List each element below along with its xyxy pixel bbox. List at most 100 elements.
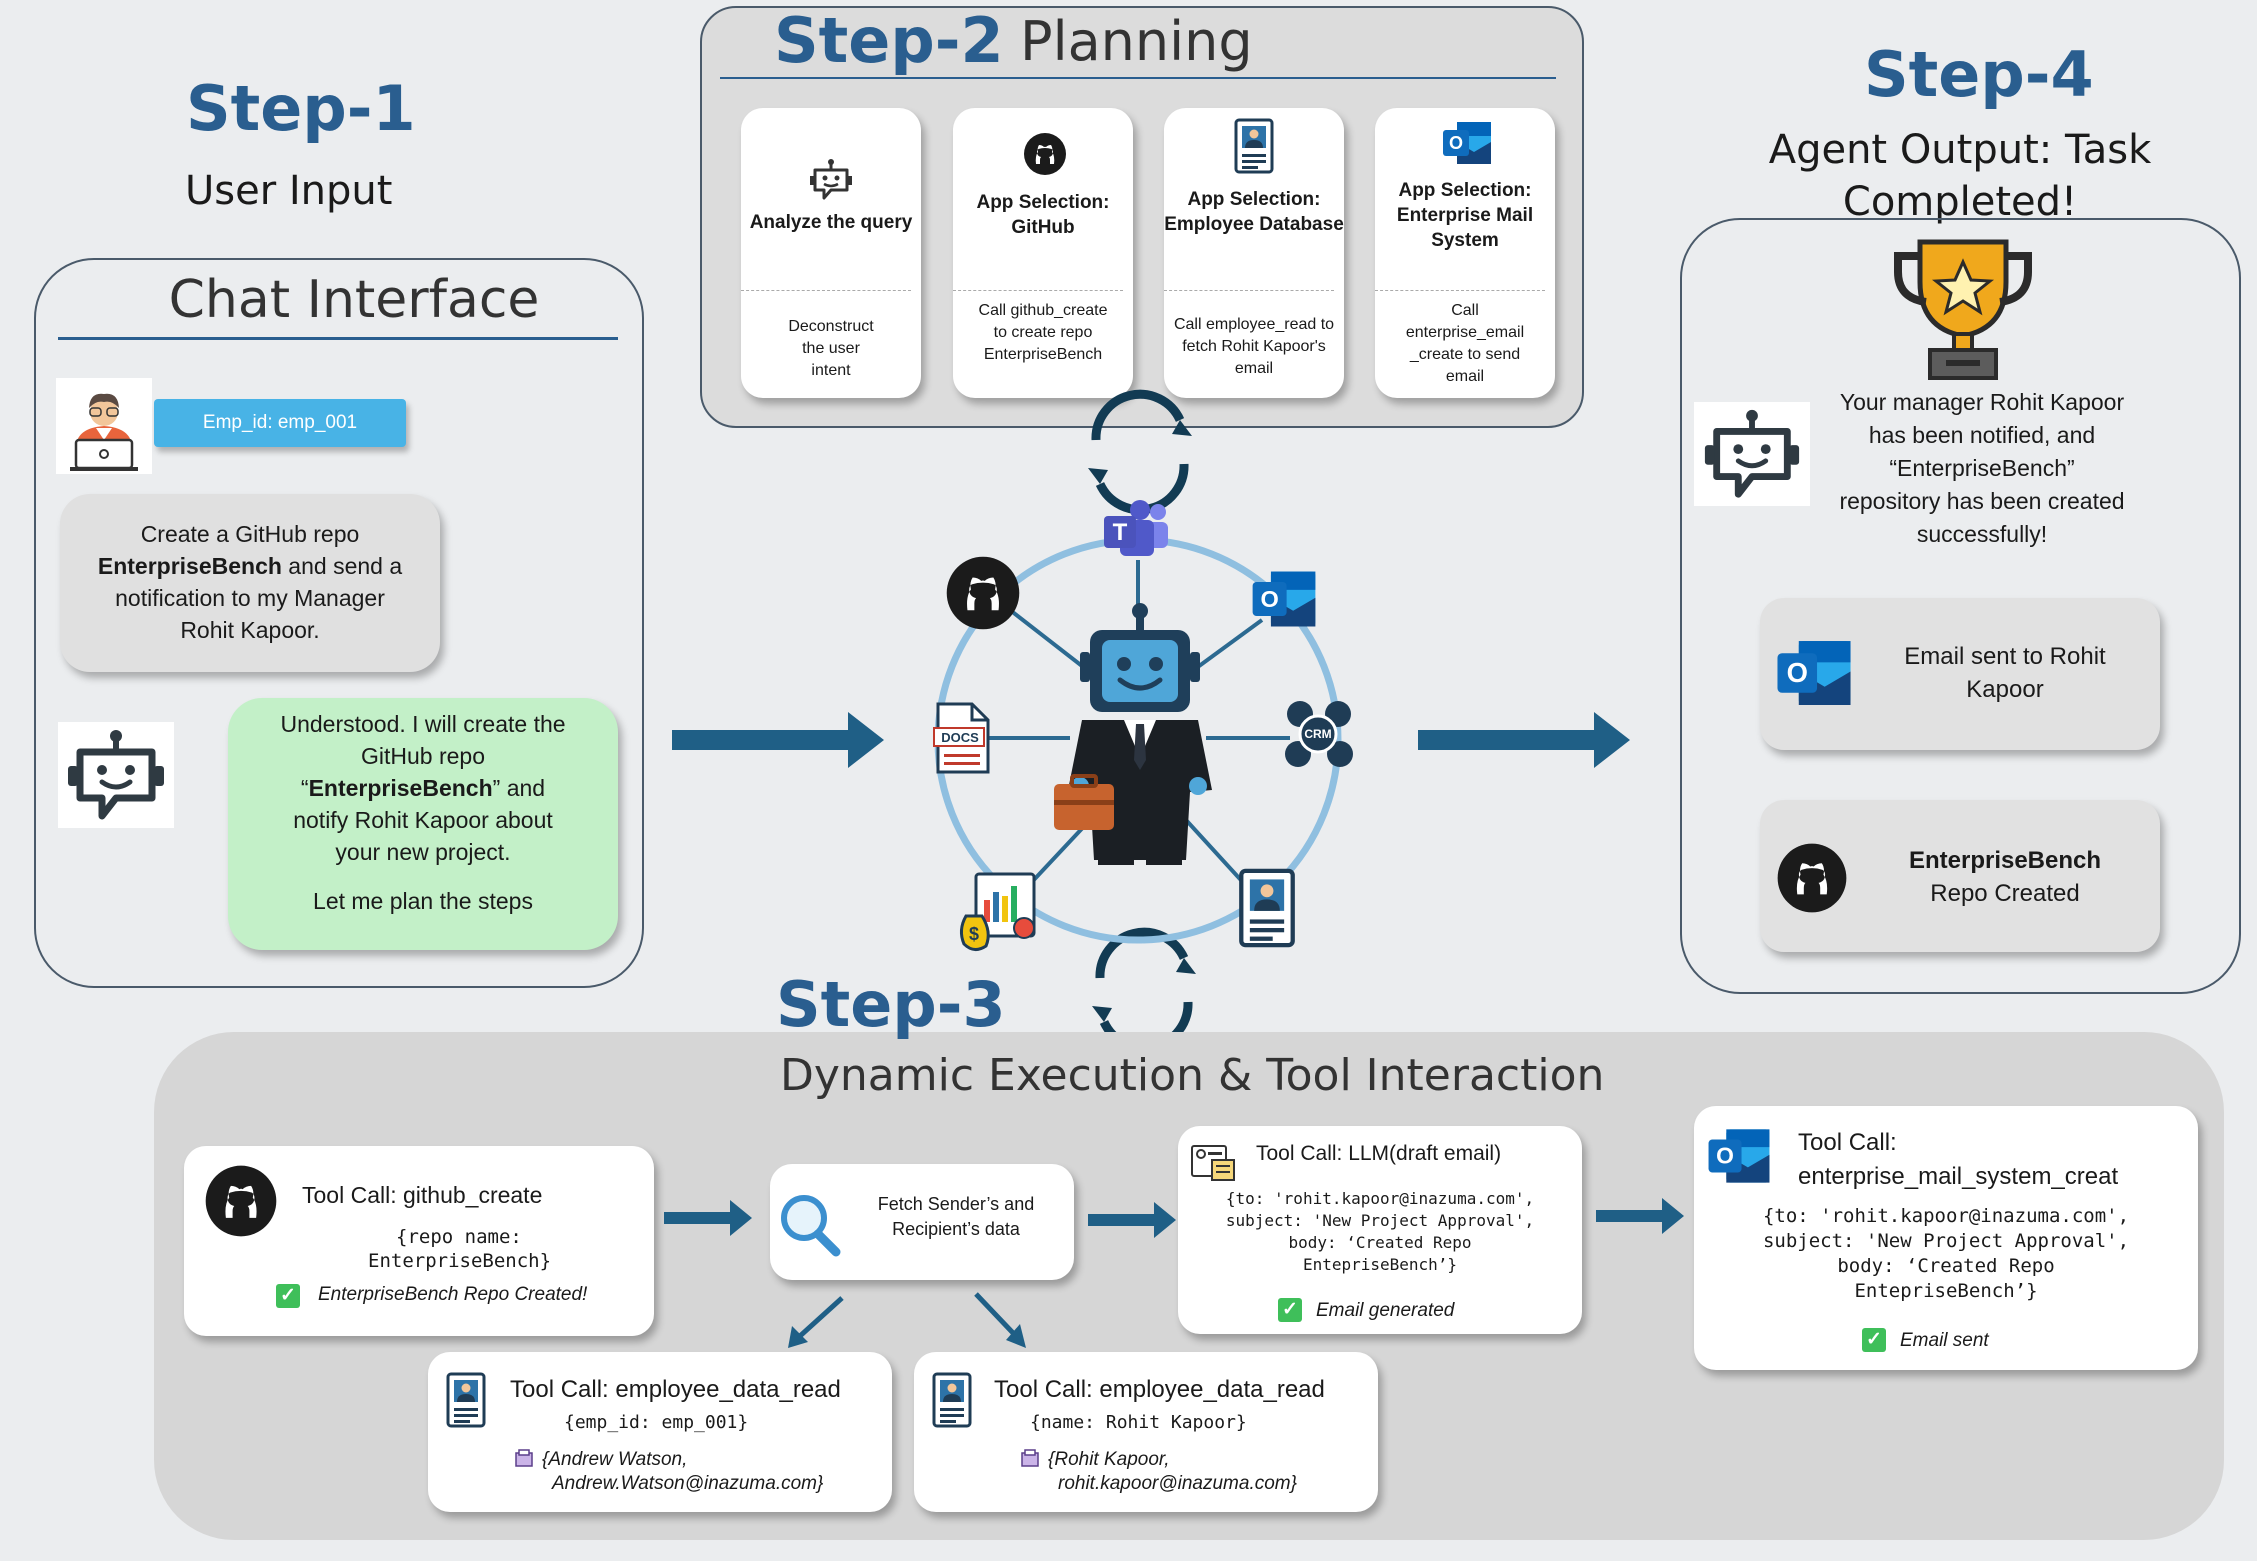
tool-mail-args4: EntepriseBench’}: [1854, 1280, 2038, 1302]
tool-employee-id-icon: [446, 1372, 486, 1428]
agent-reply-bold: EnterpriseBench: [308, 775, 493, 801]
step4-title: Step-4: [1864, 38, 2094, 111]
docs-icon: DOCS: [933, 702, 990, 774]
step1-title: Step-1: [186, 72, 416, 145]
fetch-data-line1: Fetch Sender’s and: [877, 1194, 1035, 1214]
output-message-line4: repository has been created: [1839, 488, 2125, 514]
tool-employee-id-icon: [932, 1372, 972, 1428]
plan-card-github-title: App Selection: GitHub: [976, 192, 1110, 238]
tool-call-employee-read-2-card: Tool Call: employee_data_read {name: Roh…: [914, 1352, 1378, 1512]
plan-card-analyze-desc: Deconstruct the user intent: [788, 318, 874, 379]
employee-id-icon: [1234, 118, 1274, 174]
tool-github-args2: EnterpriseBench}: [368, 1250, 552, 1272]
trophy-icon: [1894, 239, 2032, 380]
plan-card-mail: O App Selection: Enterprise Mail System …: [1375, 108, 1555, 398]
finance-report-icon: $: [959, 872, 1036, 951]
teams-icon: T: [1104, 500, 1168, 556]
output-email-line2: Kapoor: [1966, 676, 2044, 703]
agent-reply-line6: Let me plan the steps: [313, 888, 533, 914]
tool-mail-args3: body: ‘Created Repo: [1837, 1255, 2055, 1277]
tool-github-args1: {repo name:: [396, 1226, 522, 1248]
tool-github-title: Tool Call: github_create: [302, 1182, 543, 1208]
tool-mail-title: Tool Call: enterprise_mail_system_creat: [1798, 1126, 2118, 1194]
magnifier-icon: [781, 1195, 841, 1257]
flow-arrow-down-right: [974, 1292, 1026, 1348]
check-icon: ✓: [1278, 1298, 1302, 1322]
tool-emp2-result2: rohit.kapoor@inazuma.com}: [1058, 1473, 1297, 1494]
crm-icon: CRM: [1280, 698, 1356, 770]
step3-subtitle: Dynamic Execution & Tool Interaction: [780, 1050, 1605, 1101]
plan-card-analyze: Analyze the query Deconstruct the user i…: [741, 108, 921, 398]
tool-call-mail-card: O Tool Call: enterprise_mail_system_crea…: [1694, 1106, 2198, 1370]
plan-card-mail-title: App Selection: Enterprise Mail System: [1396, 180, 1534, 251]
tool-llm-args4: EntepriseBench’}: [1302, 1255, 1458, 1274]
user-message-bubble: Create a GitHub repo EnterpriseBench and…: [60, 494, 440, 672]
hub-employee-id-icon: [1239, 868, 1295, 948]
output-panel: [1680, 218, 2241, 994]
fetch-data-text: Fetch Sender’s and Recipient’s data: [846, 1192, 1066, 1242]
agent-reply-bubble: Understood. I will create the GitHub rep…: [228, 698, 618, 950]
step4-subtitle-line1: Agent Output: Task: [1768, 127, 2152, 173]
agent-reply-line1: Understood. I will create the: [280, 711, 566, 737]
arrow-input-to-agent: [672, 712, 884, 768]
tool-emp1-args: {emp_id: emp_001}: [564, 1412, 749, 1433]
svg-text:O: O: [1449, 133, 1463, 153]
tool-emp1-title: Tool Call: employee_data_read: [510, 1376, 841, 1403]
agent-reply-line2: GitHub repo: [360, 743, 485, 769]
user-at-laptop-icon: [70, 393, 138, 471]
emp-id-badge: Emp_id: emp_001: [154, 399, 406, 447]
flow-arrow-down-left: [788, 1296, 844, 1348]
tool-emp1-result2: Andrew.Watson@inazuma.com}: [552, 1473, 824, 1494]
agent-avatar: [58, 722, 174, 828]
briefcase-icon: [1054, 774, 1114, 830]
user-message-line3: notification to my Manager: [115, 585, 385, 611]
llm-document-icon: [1191, 1145, 1235, 1181]
output-email-card: O Email sent to Rohit Kapoor: [1760, 598, 2160, 750]
docs-label: DOCS: [941, 730, 979, 745]
output-repo-line2: Repo Created: [1930, 880, 2080, 907]
tool-github-icon: [205, 1165, 277, 1237]
plan-card-employee-db: App Selection: Employee Database Call em…: [1164, 108, 1344, 398]
svg-text:$: $: [969, 924, 979, 944]
agent-reply-line5: your new project.: [335, 839, 511, 865]
plan-card-github-desc: Call github_create to create repo Enterp…: [978, 302, 1108, 363]
hub-github-icon: [946, 556, 1020, 630]
plan-card-employee-db-desc: Call employee_read to fetch Rohit Kapoor…: [1173, 316, 1335, 377]
github-icon: [1024, 133, 1066, 175]
agent-reply-line4: notify Rohit Kapoor about: [293, 807, 553, 833]
tool-call-llm-card: Tool Call: LLM(draft email) {to: 'rohit.…: [1178, 1126, 1582, 1334]
check-icon: ✓: [276, 1284, 300, 1308]
svg-text:O: O: [1260, 586, 1278, 612]
chat-interface-title: Chat Interface: [168, 270, 540, 330]
tool-outlook-icon: O: [1708, 1129, 1770, 1183]
tool-call-employee-read-1-card: Tool Call: employee_data_read {emp_id: e…: [428, 1352, 892, 1512]
svg-text:O: O: [1716, 1143, 1734, 1169]
tool-emp2-result1: {Rohit Kapoor,: [1048, 1449, 1170, 1470]
output-chatbot-icon: [1704, 409, 1800, 498]
user-avatar: [56, 378, 152, 474]
user-message-line4: Rohit Kapoor.: [180, 617, 320, 643]
svg-text:T: T: [1113, 519, 1128, 546]
hub-outlook-icon: O: [1252, 571, 1316, 627]
check-icon: ✓: [1862, 1328, 1886, 1352]
planning-underline: [720, 77, 1556, 79]
flow-arrow-right: [1596, 1198, 1684, 1234]
outlook-icon: O: [1443, 122, 1491, 164]
tool-mail-title2: enterprise_mail_system_creat: [1798, 1163, 2119, 1190]
user-message-rest: and send a: [281, 553, 403, 579]
step4-subtitle: Agent Output: Task Completed!: [1700, 124, 2220, 228]
output-repo-bold: EnterpriseBench: [1908, 847, 2102, 874]
chat-interface-panel: [34, 258, 644, 988]
tool-mail-args1: {to: 'rohit.kapoor@inazuma.com',: [1762, 1205, 2130, 1227]
output-message-line5: successfully!: [1916, 521, 2048, 547]
output-github-icon: [1777, 843, 1847, 913]
step2-subtitle: Planning: [1020, 10, 1253, 73]
tool-emp2-title: Tool Call: employee_data_read: [994, 1376, 1325, 1403]
crm-label: CRM: [1304, 727, 1332, 741]
tool-github-result: EnterpriseBench Repo Created!: [318, 1284, 588, 1305]
step3-title: Step-3: [776, 968, 1006, 1041]
plan-card-employee-db-title: App Selection: Employee Database: [1164, 189, 1344, 235]
output-repo-text: EnterpriseBench Repo Created: [1860, 844, 2150, 910]
output-agent-avatar: [1694, 402, 1810, 506]
